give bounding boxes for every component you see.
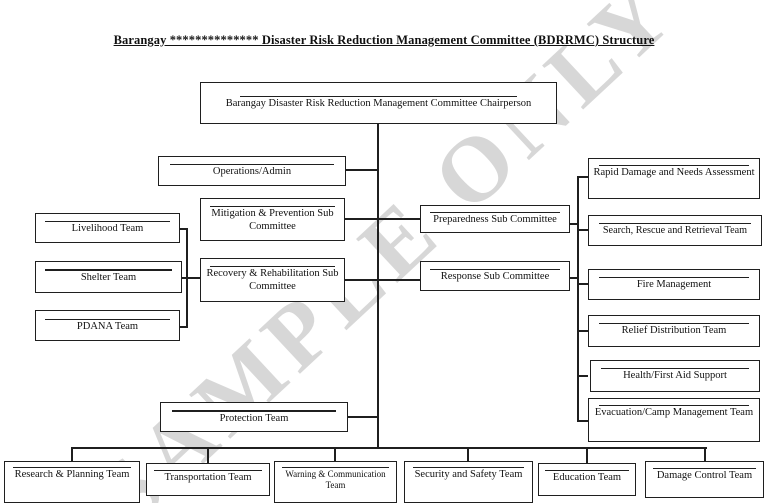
org-node-shelter-team: Shelter Team [35, 261, 182, 293]
connector-shelter-recovery [181, 277, 200, 279]
org-node-label: Relief Distribution Team [621, 325, 727, 336]
org-node-research-planning: Research & Planning Team [4, 461, 140, 503]
name-blank-line [599, 277, 749, 278]
connector-evacuation-bracket [578, 420, 588, 422]
name-blank-line [429, 269, 561, 270]
org-node-label: Shelter Team [80, 272, 137, 283]
org-node-label: Recovery & Rehabilitation Sub Committee [206, 268, 339, 292]
org-node-label: Fire Management [636, 279, 712, 290]
name-blank-line [601, 368, 749, 369]
org-node-label: Barangay Disaster Risk Reduction Managem… [225, 98, 532, 109]
org-node-label: Preparedness Sub Committee [433, 214, 557, 225]
name-blank-line [282, 467, 389, 468]
org-node-fire-management: Fire Management [588, 269, 760, 300]
connector-stub-transportation [207, 447, 209, 464]
org-node-label: PDANA Team [76, 321, 139, 332]
org-node-pdana-team: PDANA Team [35, 310, 180, 341]
connector-stub-security [467, 447, 469, 462]
org-node-health-first-aid: Health/First Aid Support [590, 360, 760, 392]
org-node-label: Livelihood Team [71, 223, 144, 234]
org-node-relief-distribution: Relief Distribution Team [588, 315, 760, 347]
name-blank-line [44, 269, 173, 271]
connector-relief-bracket [578, 330, 588, 332]
org-node-preparedness-subcommittee: Preparedness Sub Committee [420, 205, 570, 233]
connector-right-bracket-vertical [577, 176, 579, 422]
connector-stub-damage [704, 447, 706, 462]
connector-protection-center [348, 416, 378, 418]
org-node-education-team: Education Team [538, 463, 636, 496]
org-node-search-rescue-retrieval: Search, Rescue and Retrieval Team [588, 215, 762, 246]
connector-recovery-response [345, 279, 420, 281]
name-blank-line [599, 165, 749, 166]
org-node-label: Response Sub Committee [440, 271, 550, 282]
connector-response-bracket [569, 277, 578, 279]
org-node-label: Security and Safety Team [414, 469, 523, 480]
org-node-mitigation-prevention: Mitigation & Prevention Sub Committee [200, 198, 345, 241]
connector-health-bracket [578, 375, 588, 377]
connector-livelihood-bracket [179, 228, 187, 230]
name-blank-line [599, 223, 751, 224]
connector-preparedness-bracket [569, 223, 578, 225]
connector-fire-bracket [578, 283, 588, 285]
name-blank-line [170, 164, 334, 165]
connector-stub-warning [334, 447, 336, 462]
connector-center-vertical [377, 123, 379, 449]
page-title: Barangay ************** Disaster Risk Re… [113, 33, 655, 47]
org-node-label: Health/First Aid Support [623, 370, 727, 381]
connector-operations-center [346, 169, 378, 171]
name-blank-line [544, 470, 630, 471]
org-node-response-subcommittee: Response Sub Committee [420, 261, 570, 291]
connector-stub-research [71, 447, 73, 462]
org-node-evacuation-camp-management: Evacuation/Camp Management Team [588, 398, 760, 442]
name-blank-line [154, 470, 262, 471]
name-blank-line [429, 212, 561, 213]
org-node-protection-team: Protection Team [160, 402, 348, 432]
org-node-livelihood-team: Livelihood Team [35, 213, 180, 243]
connector-stub-education [586, 447, 588, 464]
org-node-damage-control: Damage Control Team [645, 461, 764, 498]
connector-pdana-bracket [179, 326, 187, 328]
org-node-operations-admin: Operations/Admin [158, 156, 346, 186]
org-node-label: Search, Rescue and Retrieval Team [602, 225, 748, 236]
name-blank-line [172, 410, 336, 412]
org-node-label: Warning & Communication Team [285, 469, 386, 490]
name-blank-line [44, 319, 171, 320]
org-node-label: Mitigation & Prevention Sub Committee [211, 208, 334, 232]
name-blank-line [13, 467, 131, 468]
org-node-label: Evacuation/Camp Management Team [594, 407, 754, 418]
name-blank-line [240, 96, 517, 97]
org-node-chairperson: Barangay Disaster Risk Reduction Managem… [200, 82, 557, 124]
org-node-security-safety: Security and Safety Team [404, 461, 533, 503]
org-node-label: Research & Planning Team [14, 469, 130, 480]
org-node-label: Operations/Admin [212, 166, 292, 177]
org-node-label: Education Team [552, 472, 622, 483]
org-node-label: Damage Control Team [656, 470, 753, 481]
connector-search-bracket [578, 229, 588, 231]
org-node-transportation-team: Transportation Team [146, 463, 270, 496]
name-blank-line [599, 323, 749, 324]
connector-bottom-horizontal [71, 447, 707, 449]
name-blank-line [209, 206, 336, 207]
org-node-label: Transportation Team [164, 472, 252, 483]
name-blank-line [44, 221, 171, 222]
org-node-recovery-rehabilitation: Recovery & Rehabilitation Sub Committee [200, 258, 345, 302]
connector-rapid-bracket [578, 176, 588, 178]
org-node-label: Rapid Damage and Needs Assessment [593, 167, 755, 178]
name-blank-line [209, 266, 336, 267]
name-blank-line [599, 405, 749, 406]
name-blank-line [412, 467, 525, 468]
org-node-warning-communication: Warning & Communication Team [274, 461, 397, 503]
org-node-rapid-damage-assessment: Rapid Damage and Needs Assessment [588, 158, 760, 199]
org-node-label: Protection Team [219, 413, 289, 424]
name-blank-line [653, 468, 756, 469]
connector-mitigation-preparedness [345, 218, 420, 220]
